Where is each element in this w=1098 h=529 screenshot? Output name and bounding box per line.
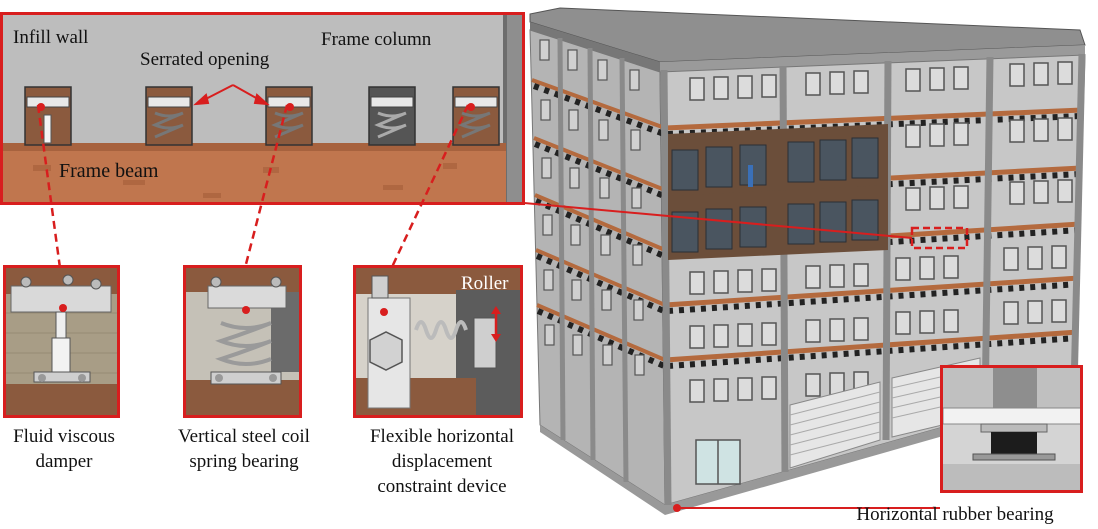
caption-horizontal-constraint: Flexible horizontal displacement constra… — [369, 426, 515, 497]
caption-horizontal-rubber-bearing: Horizontal rubber bearing — [856, 504, 1054, 525]
detail-steel-coil-spring — [183, 265, 302, 418]
label-infill-wall: Infill wall — [13, 27, 89, 48]
building-highlight-box — [910, 226, 969, 250]
frame-column-shape — [506, 15, 522, 202]
detail-horizontal-constraint: Roller — [353, 265, 523, 418]
open-floor-racks — [668, 124, 888, 260]
label-frame-column: Frame column — [321, 29, 432, 50]
zoom-panel-infill-wall: Infill wall Serrated opening Frame colum… — [0, 12, 525, 205]
label-serrated-opening: Serrated opening — [140, 49, 270, 70]
detail-fluid-viscous-damper — [3, 265, 120, 418]
serrated-openings — [24, 86, 500, 146]
caption-fluid-viscous-damper: Fluid viscous damper — [13, 426, 115, 472]
windows — [689, 61, 1073, 403]
detail-horizontal-rubber-bearing — [940, 365, 1083, 493]
label-frame-beam: Frame beam — [59, 160, 159, 182]
label-roller: Roller — [461, 273, 509, 294]
caption-steel-coil-spring: Vertical steel coil spring bearing — [178, 426, 310, 472]
